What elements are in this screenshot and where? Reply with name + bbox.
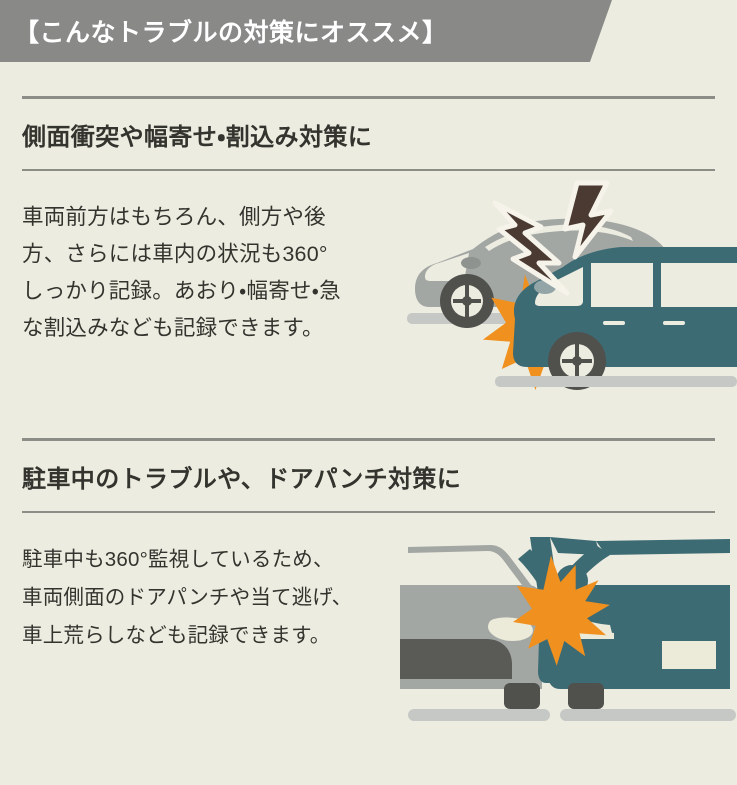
- description-line: 車両前方はもちろん、側方や後: [22, 205, 326, 229]
- lightning-bolt-right: [562, 180, 614, 260]
- license-plate: [662, 641, 716, 669]
- description-line: 車上荒らしなども記録できます。: [22, 624, 331, 647]
- section-door-punch: 駐車中のトラブルや、ドアパンチ対策に 駐車中も360°監視しているため、 車両側…: [0, 438, 737, 743]
- gray-car-wheel: [440, 274, 494, 328]
- gray-car-wheel: [504, 683, 540, 709]
- gray-car-shadow: [408, 709, 550, 721]
- description-line: な割込みなども記録できます。: [22, 316, 324, 340]
- section-side-collision: 側面衝突や幅寄せ・割込み対策に 車両前方はもちろん、側方や後 方、さらには車内の…: [0, 96, 737, 421]
- section-bottom-rule: [22, 169, 715, 171]
- section-1-heading: 側面衝突や幅寄せ・割込み対策に: [22, 124, 373, 151]
- section-1-description: 車両前方はもちろん、側方や後 方、さらには車内の状況も360° しっかり記録。あ…: [22, 199, 412, 347]
- section-2-heading: 駐車中のトラブルや、ドアパンチ対策に: [22, 466, 462, 493]
- door-punch-illustration: [400, 523, 737, 728]
- description-line: 駐車中も360°監視しているため、: [22, 548, 334, 571]
- section-2-description: 駐車中も360°監視しているため、 車両側面のドアパンチや当て逃げ、 車上荒らし…: [22, 541, 422, 655]
- description-line: しっかり記録。あおり・幅寄せ・急: [22, 279, 341, 303]
- gray-car-window-front: [425, 253, 469, 281]
- teal-car-window-rear: [661, 263, 737, 307]
- teal-car-shadow: [560, 709, 736, 721]
- section-1-body: 車両前方はもちろん、側方や後 方、さらには車内の状況も360° しっかり記録。あ…: [0, 171, 737, 421]
- teal-car-door-handle-front: [603, 321, 625, 325]
- description-line: 車両側面のドアパンチや当て逃げ、: [22, 586, 353, 609]
- teal-car-door-handle-rear: [663, 321, 685, 325]
- header-banner: 【こんなトラブルの対策にオススメ】: [0, 0, 612, 62]
- teal-car-shadow: [495, 376, 737, 387]
- section-top-rule: [22, 438, 715, 441]
- teal-car-wheel: [568, 683, 604, 709]
- section-bottom-rule: [22, 511, 715, 513]
- section-2-body: 駐車中も360°監視しているため、 車両側面のドアパンチや当て逃げ、 車上荒らし…: [0, 513, 737, 743]
- impact-burst: [513, 555, 610, 666]
- description-line: 方、さらには車内の状況も360°: [22, 242, 328, 266]
- lightning-bolt-left: [492, 200, 570, 296]
- gray-car-grille: [400, 639, 512, 679]
- gray-car-front: [400, 545, 542, 689]
- banner-title: 【こんなトラブルの対策にオススメ】: [14, 19, 448, 47]
- gray-car-mirror: [461, 257, 481, 269]
- door-interior: [552, 601, 612, 634]
- gray-car-windshield: [408, 551, 522, 585]
- section-top-rule: [22, 96, 715, 99]
- teal-car-wheel: [548, 332, 606, 390]
- teal-car-window-mid: [591, 263, 653, 307]
- side-collision-illustration: [407, 171, 737, 411]
